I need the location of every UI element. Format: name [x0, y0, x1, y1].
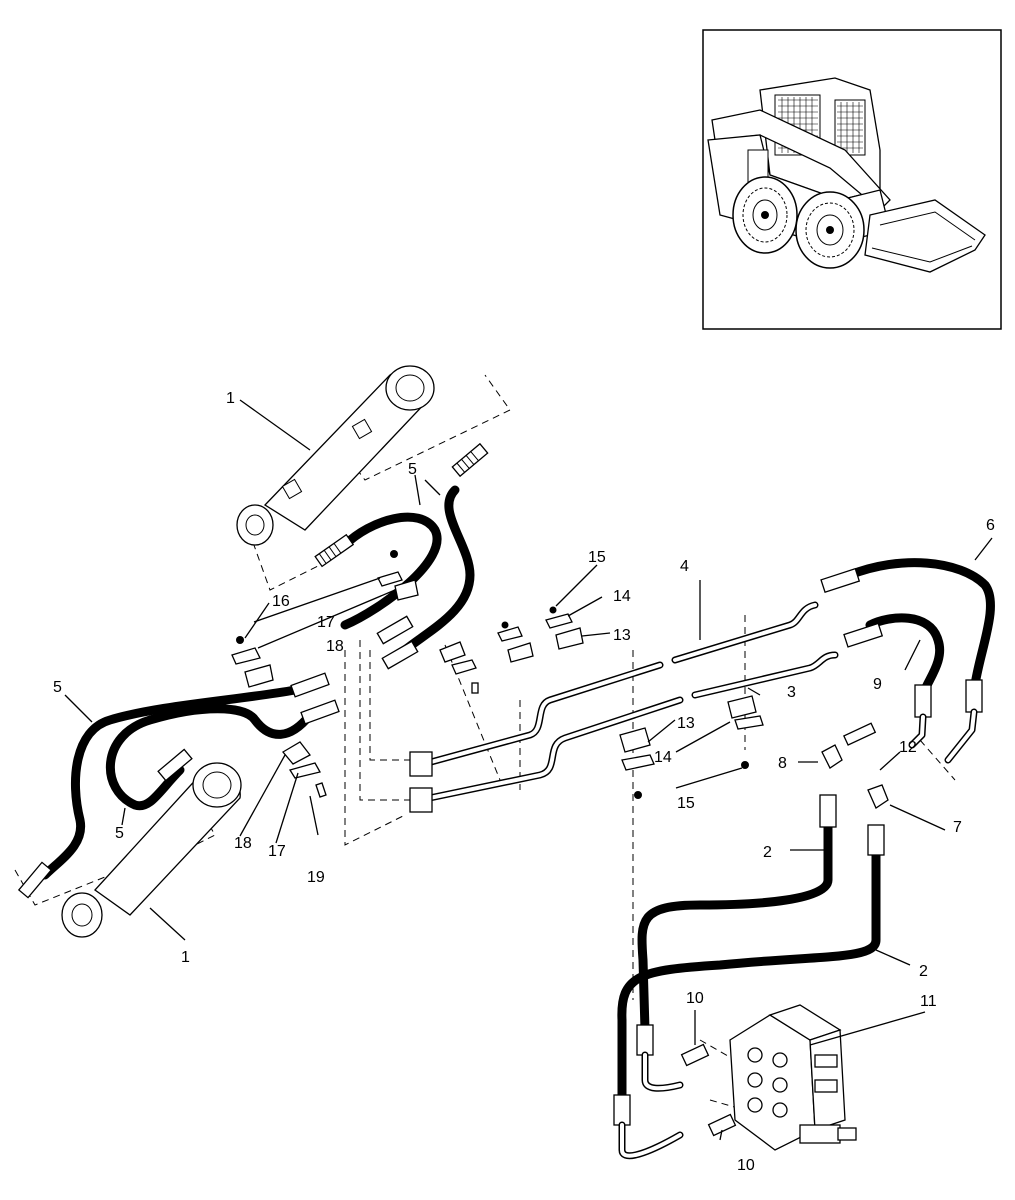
callout-11: 11 [920, 993, 937, 1010]
callout-7: 7 [953, 819, 962, 836]
hose-fittings-5 [17, 442, 489, 899]
callout-1-upper: 1 [226, 390, 235, 407]
callout-18-upper: 18 [326, 638, 344, 655]
callout-4: 4 [680, 558, 689, 575]
callout-14-right: 14 [613, 588, 631, 605]
steel-tubes [409, 601, 839, 813]
callout-16: 16 [272, 593, 290, 610]
callout-3: 3 [787, 684, 796, 701]
skid-steer-loader-inset [702, 29, 1002, 330]
callout-17-lower: 17 [268, 843, 286, 860]
lift-cylinder-lower [61, 762, 242, 938]
callout-15-lower: 15 [677, 795, 695, 812]
lift-cylinder-upper [236, 365, 435, 546]
callout-2-upper: 2 [763, 844, 772, 861]
callout-14-lower: 14 [654, 749, 672, 766]
callout-leader-lines [64, 399, 993, 1141]
callout-1-lower: 1 [181, 949, 190, 966]
callout-17-upper: 17 [317, 614, 335, 631]
callout-2-lower: 2 [919, 963, 928, 980]
callout-5-top: 5 [408, 461, 417, 478]
callout-12: 12 [899, 739, 917, 756]
control-valve-11 [729, 1004, 857, 1151]
callout-6: 6 [986, 517, 995, 534]
callout-5-lower: 5 [115, 825, 124, 842]
callout-13-right: 13 [613, 627, 631, 644]
fittings-and-clamps [231, 550, 889, 1137]
hose-assemblies-5 [40, 485, 475, 880]
hoses-2 [613, 794, 885, 1160]
callout-10-upper: 10 [686, 990, 704, 1007]
callout-19: 19 [307, 869, 325, 886]
callout-9: 9 [873, 676, 882, 693]
callout-13-lower: 13 [677, 715, 695, 732]
callout-labels: 1 1 2 2 3 4 5 5 5 6 7 8 9 10 10 11 12 13… [53, 390, 995, 1174]
callout-15-top: 15 [588, 549, 606, 566]
callout-8: 8 [778, 755, 787, 772]
callout-10-lower: 10 [737, 1157, 755, 1174]
assembly-dashed-lines [14, 374, 956, 1111]
callout-18-lower: 18 [234, 835, 252, 852]
callout-5-left: 5 [53, 679, 62, 696]
hoses-6-9 [820, 558, 995, 764]
